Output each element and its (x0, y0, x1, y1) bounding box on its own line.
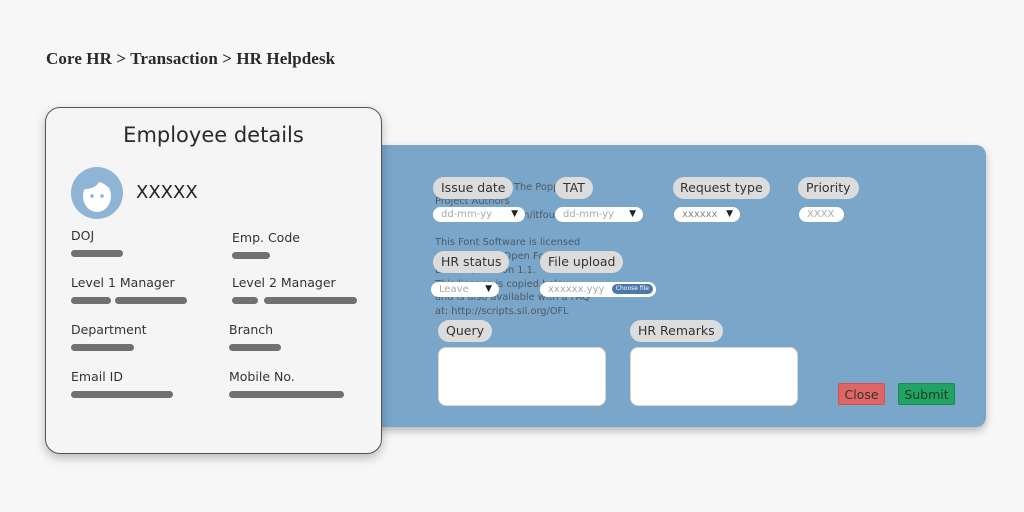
level-2-manager-value-placeholder (232, 297, 258, 304)
file-upload-label: File upload (540, 251, 624, 273)
query-label: Query (438, 320, 492, 342)
hr-status-select[interactable]: Leave ▼ (431, 282, 499, 297)
request-type-value: xxxxxx (682, 209, 718, 220)
emp-code-label: Emp. Code (232, 230, 300, 245)
font-license-overlay-text: Copyright 2020 The Poppins Project Autho… (435, 182, 623, 318)
employee-details-card: Employee details XXXXX DOJ Emp. Code Lev… (45, 107, 382, 454)
choose-file-button[interactable]: Choose file (611, 284, 653, 294)
level-2-manager-label: Level 2 Manager (232, 275, 336, 290)
department-label: Department (71, 322, 147, 337)
level-1-manager-label: Level 1 Manager (71, 275, 175, 290)
tat-label: TAT (555, 177, 593, 199)
branch-label: Branch (229, 322, 274, 337)
breadcrumb: Core HR > Transaction > HR Helpdesk (46, 49, 336, 68)
email-label: Email ID (71, 369, 123, 384)
issue-date-value: dd-mm-yy (441, 209, 493, 220)
priority-input[interactable]: XXXX (799, 207, 844, 222)
dropdown-arrow-icon: ▼ (485, 284, 492, 294)
tat-select[interactable]: dd-mm-yy ▼ (555, 207, 643, 222)
file-upload-value: xxxxxx.yyy (548, 284, 605, 295)
hr-remarks-textarea[interactable] (630, 347, 798, 406)
department-value-placeholder (71, 344, 134, 351)
request-type-label: Request type (673, 177, 770, 199)
branch-value-placeholder (229, 344, 281, 351)
level-2-manager-value-placeholder (264, 297, 357, 304)
hr-status-value: Leave (439, 284, 469, 295)
mobile-value-placeholder (229, 391, 344, 398)
issue-date-select[interactable]: dd-mm-yy ▼ (433, 207, 525, 222)
level-1-manager-value-placeholder (115, 297, 187, 304)
doj-label: DOJ (71, 228, 95, 243)
employee-name: XXXXX (136, 182, 198, 203)
request-type-select[interactable]: xxxxxx ▼ (674, 207, 740, 222)
query-textarea[interactable] (438, 347, 606, 406)
close-button[interactable]: Close (838, 383, 885, 405)
dropdown-arrow-icon: ▼ (511, 209, 518, 219)
hr-remarks-label: HR Remarks (630, 320, 723, 342)
doj-value-placeholder (71, 250, 123, 257)
emp-code-value-placeholder (232, 252, 270, 259)
dropdown-arrow-icon: ▼ (629, 209, 636, 219)
dropdown-arrow-icon: ▼ (726, 209, 733, 219)
level-1-manager-value-placeholder (71, 297, 111, 304)
priority-label: Priority (798, 177, 859, 199)
tat-value: dd-mm-yy (563, 209, 615, 220)
mobile-label: Mobile No. (229, 369, 295, 384)
file-upload-field[interactable]: xxxxxx.yyy Choose file (540, 282, 656, 297)
issue-date-label: Issue date (433, 177, 514, 199)
avatar-icon (71, 167, 123, 219)
card-title: Employee details (123, 123, 304, 147)
submit-button[interactable]: Submit (898, 383, 955, 405)
hr-status-label: HR status (433, 251, 510, 273)
priority-value: XXXX (807, 209, 835, 220)
email-value-placeholder (71, 391, 173, 398)
